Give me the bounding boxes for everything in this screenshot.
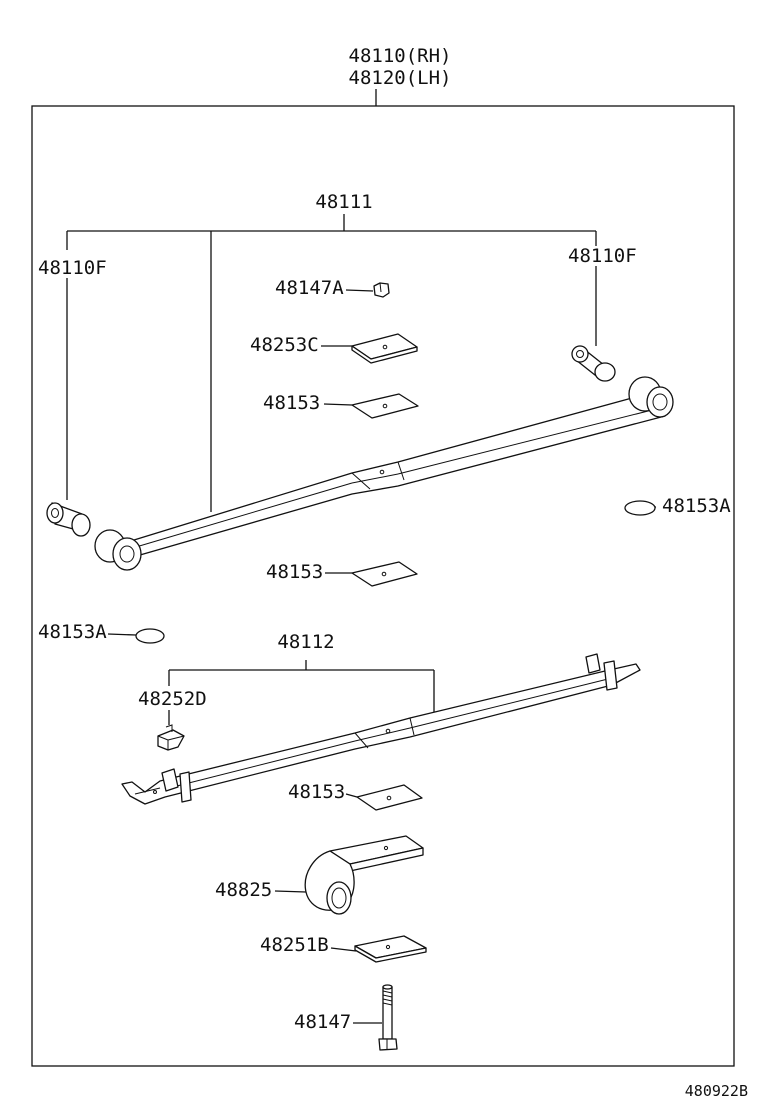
label-48110f-right[interactable]: 48110F: [568, 245, 637, 267]
leader-48111: [66, 214, 597, 512]
leaf-spring-48111: [94, 376, 674, 571]
washer-48153a-left: [135, 628, 165, 644]
assembly-label-rh[interactable]: 48110(RH): [349, 45, 452, 67]
label-48112[interactable]: 48112: [277, 631, 334, 653]
leader-48147a: [345, 289, 374, 292]
assembly-frame: [31, 105, 735, 1067]
pad-48153-mid-hole: [381, 571, 387, 577]
clip-48252d: [157, 724, 185, 751]
label-48825[interactable]: 48825: [215, 879, 272, 901]
pad-48153-upper: [351, 393, 419, 419]
label-48153-mid[interactable]: 48153: [266, 561, 323, 583]
bracket-48825: [304, 835, 424, 915]
pad-48153-lower: [356, 784, 423, 811]
label-48153-upper[interactable]: 48153: [263, 392, 320, 414]
bolt-48147: [378, 984, 398, 1051]
pad-48153-mid: [351, 561, 418, 587]
label-48147a[interactable]: 48147A: [275, 277, 344, 299]
label-48110f-left[interactable]: 48110F: [38, 257, 107, 279]
assembly-label-lh[interactable]: 48120(LH): [349, 67, 452, 89]
nut-48147a: [373, 282, 390, 298]
leader-48153-lower: [345, 793, 358, 798]
label-48252d[interactable]: 48252D: [138, 688, 207, 710]
plate-48251b: [354, 935, 427, 963]
label-48251b[interactable]: 48251B: [260, 934, 329, 956]
pad-48153-upper-hole: [382, 403, 388, 409]
label-48147[interactable]: 48147: [294, 1011, 351, 1033]
leader-48112: [168, 660, 435, 712]
leader-48153-upper: [323, 403, 353, 406]
leader-48251b: [330, 947, 357, 952]
label-48253c[interactable]: 48253C: [250, 334, 319, 356]
bushing-48110f-left: [46, 502, 91, 537]
diagram-code: 480922B: [685, 1082, 748, 1100]
label-48153a-right[interactable]: 48153A: [662, 495, 731, 517]
leader-48825: [274, 890, 307, 893]
label-48111[interactable]: 48111: [315, 191, 372, 213]
label-48153-lower[interactable]: 48153: [288, 781, 345, 803]
leaf-spring-48112: [121, 653, 641, 805]
leader-48153a-left: [107, 633, 137, 636]
washer-48153a-right: [624, 500, 656, 516]
bushing-48110f-right: [571, 345, 616, 382]
label-48153a-left[interactable]: 48153A: [38, 621, 107, 643]
plate-48253c: [351, 333, 418, 364]
pad-48153-lower-hole: [386, 795, 392, 801]
